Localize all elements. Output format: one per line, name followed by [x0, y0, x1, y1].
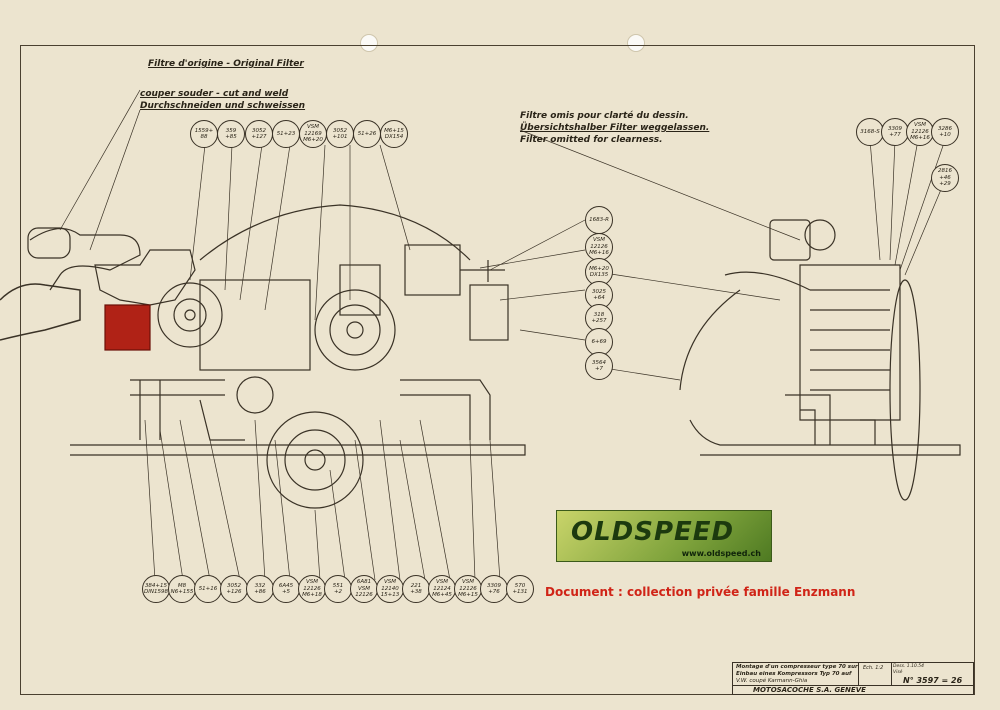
part-callout: 51+23: [272, 120, 300, 148]
part-callout: 6A45+5: [272, 575, 300, 603]
punch-hole: [360, 34, 378, 52]
filter-omitted-note-en: Filter omitted for clearness.: [520, 135, 663, 145]
filter-omitted-note: Filtre omis pour clarté du dessin.: [520, 111, 689, 121]
part-callout: 3309+76: [480, 575, 508, 603]
part-callout: 318+257: [585, 304, 613, 332]
scale-label: Ech. 1:2: [863, 665, 884, 671]
title-line-fr: Montage d'un compresseur type 70 sur: [736, 664, 858, 670]
drawing-number: N° 3597 = 26: [903, 676, 963, 685]
filter-omitted-note-de: Übersichtshalber Filter weggelassen.: [520, 123, 710, 133]
part-callout: 1683-R: [585, 206, 613, 234]
part-callout: 51+26: [353, 120, 381, 148]
filter-title-note: Filtre d'origine - Original Filter: [148, 59, 304, 69]
part-callout: 1559+88: [190, 120, 218, 148]
oldspeed-logo: OLDSPEED www.oldspeed.ch: [556, 510, 772, 562]
part-callout: 551+2: [324, 575, 352, 603]
title-block: Montage d'un compresseur type 70 sur Ein…: [732, 662, 974, 695]
part-callout: 3052+126: [220, 575, 248, 603]
part-callout: 6+69: [585, 328, 613, 356]
part-callout: 3564+7: [585, 352, 613, 380]
collection-credit: Document : collection privée famille Enz…: [545, 585, 856, 599]
part-callout: 221+38: [402, 575, 430, 603]
drawing-frame: [20, 45, 975, 695]
part-callout: 3286+10: [931, 118, 959, 146]
title-line-de: Einbau eines Kompressors Typ 70 auf: [736, 671, 852, 677]
punch-hole: [627, 34, 645, 52]
maker-name: MOTOSACOCHE S.A. GENEVE: [753, 686, 866, 694]
part-callout: 359+85: [217, 120, 245, 148]
part-callout: 332+86: [246, 575, 274, 603]
drawing-meta: Dess. 1.10.54 Visé: [893, 664, 924, 675]
cut-weld-note: couper souder - cut and weld: [140, 89, 289, 99]
part-callout: 3168-S: [856, 118, 884, 146]
part-callout: 51+16: [194, 575, 222, 603]
title-line-vehicle: V.W. coupé Karmann-Ghia: [736, 678, 808, 684]
part-callout: 3309+77: [881, 118, 909, 146]
part-callout: 2816+46+29: [931, 164, 959, 192]
part-callout: 3052+127: [245, 120, 273, 148]
cut-weld-note-de: Durchschneiden und schweissen: [140, 101, 306, 111]
part-callout: 570+131: [506, 575, 534, 603]
part-callout: 3052+101: [326, 120, 354, 148]
